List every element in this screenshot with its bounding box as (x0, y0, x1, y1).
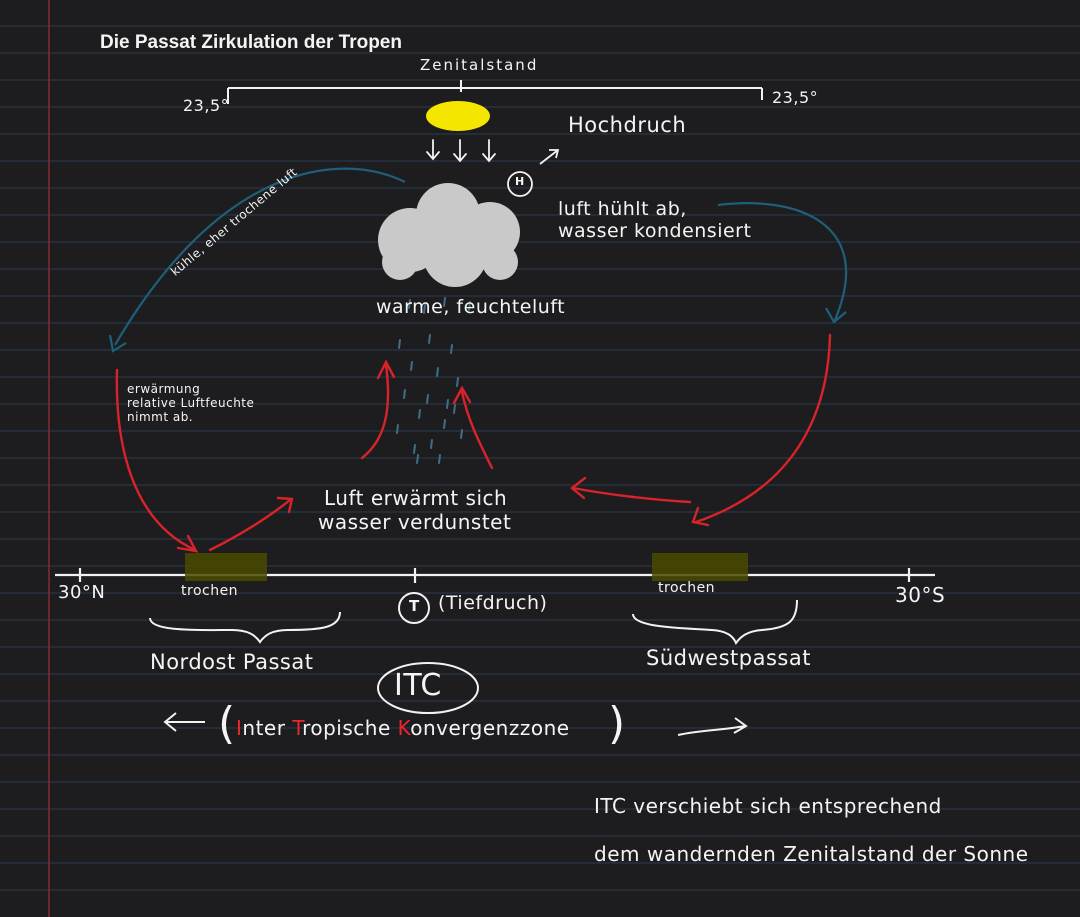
itc-abbr: ITC (394, 668, 442, 703)
brace-right (632, 599, 798, 646)
rain-drop (398, 339, 401, 349)
high-pressure-arrow-icon (539, 149, 560, 165)
high-pressure-circle-icon (507, 171, 533, 197)
right-top-text: luft hühlt ab, wasser kondensiert (558, 198, 751, 242)
zenith-label: Zenitalstand (420, 56, 539, 74)
center-text: Luft erwärmt sich wasser verdunstet (318, 486, 511, 534)
itc-note-line-2: dem wandernden Zenitalstand der Sonne (594, 842, 1029, 866)
zenith-bracket (227, 80, 763, 104)
itc-part-k: K (397, 716, 411, 740)
rain-drop (410, 361, 413, 371)
rain-drop (423, 304, 426, 314)
high-pressure-label: Hochdruch (568, 113, 687, 137)
rain-drop (443, 419, 446, 429)
itc-circle-icon (377, 662, 479, 714)
rain-drop (438, 454, 441, 464)
low-pressure-label: (Tiefdruch) (438, 592, 548, 614)
dry-zone-left (185, 553, 267, 581)
right-degree-label: 23,5° (772, 88, 819, 107)
left-side-text: erwärmung relative Luftfeuchte nimmt ab. (127, 382, 254, 424)
brace-left (149, 611, 341, 644)
ruled-lines (0, 25, 1080, 891)
itc-part-ropische: ropische (302, 716, 398, 740)
left-side-text-line-2: relative Luftfeuchte (127, 396, 255, 410)
rain-drop (413, 444, 416, 454)
axis-right-label: 30°S (895, 583, 946, 607)
itc-note-line-1: ITC verschiebt sich entsprechend (594, 794, 942, 818)
rain-drop (396, 424, 399, 434)
rain-drop (428, 334, 431, 344)
left-degree-label: 23,5° (183, 96, 230, 115)
dry-label-right: trochen (658, 580, 716, 596)
itc-full-name: Inter Tropische Konvergenzzone (236, 716, 570, 740)
center-text-line-1: Luft erwärmt sich (324, 486, 508, 510)
sun-icon (426, 101, 490, 131)
itc-part-nter: nter (242, 716, 293, 740)
high-pressure-symbol: H (515, 175, 525, 188)
wind-right-label: Südwestpassat (646, 646, 811, 670)
rain-drop (408, 299, 411, 309)
itc-part-onvergenzzone: onvergenzzone (410, 716, 570, 740)
left-side-text-line-1: erwärmung (127, 382, 201, 396)
itc-part-i: I (236, 716, 243, 740)
rain-drop (446, 399, 449, 409)
low-pressure-circle-icon (398, 592, 430, 624)
red-arrows (115, 333, 832, 553)
left-side-text-line-3: nimmt ab. (127, 410, 194, 424)
itc-close-paren: ) (608, 698, 626, 749)
rain-drop (460, 429, 463, 439)
rain-drop (468, 301, 471, 311)
cloud-icon (378, 183, 520, 287)
arrow-right-icon (677, 717, 748, 736)
itc-part-t: T (292, 716, 303, 740)
rain-drop (436, 367, 439, 377)
cloud-label: warme, feuchteluft (376, 296, 566, 318)
rain-drop (418, 409, 421, 419)
itc-open-paren: ( (218, 698, 236, 749)
rain-drop (456, 377, 459, 387)
rain-drop (403, 389, 406, 399)
dry-zone-right (652, 553, 748, 581)
right-top-text-line-2: wasser kondensiert (558, 220, 752, 242)
right-top-text-line-1: luft hühlt ab, (558, 198, 687, 220)
diagram-title: Die Passat Zirkulation der Tropen (100, 32, 402, 53)
rain-drop (430, 439, 433, 449)
blue-arrow-right (717, 202, 848, 321)
rain-drop (416, 454, 419, 464)
rain-drop (450, 344, 453, 354)
wind-left-label: Nordost Passat (150, 650, 314, 674)
rain-drop (453, 404, 456, 414)
dry-label-left: trochen (181, 583, 239, 599)
blue-arrow-left (114, 167, 406, 346)
itc-note: ITC verschiebt sich entsprechend dem wan… (594, 782, 1029, 878)
rain-drop (426, 394, 429, 404)
sun-ray-arrows (426, 139, 496, 163)
rain-drop (443, 297, 446, 307)
axis-left-label: 30°N (58, 582, 106, 603)
arrow-left-icon (163, 712, 205, 732)
rain-icon (396, 297, 471, 464)
center-text-line-2: wasser verdunstet (318, 510, 512, 534)
low-pressure-symbol: T (409, 597, 420, 615)
